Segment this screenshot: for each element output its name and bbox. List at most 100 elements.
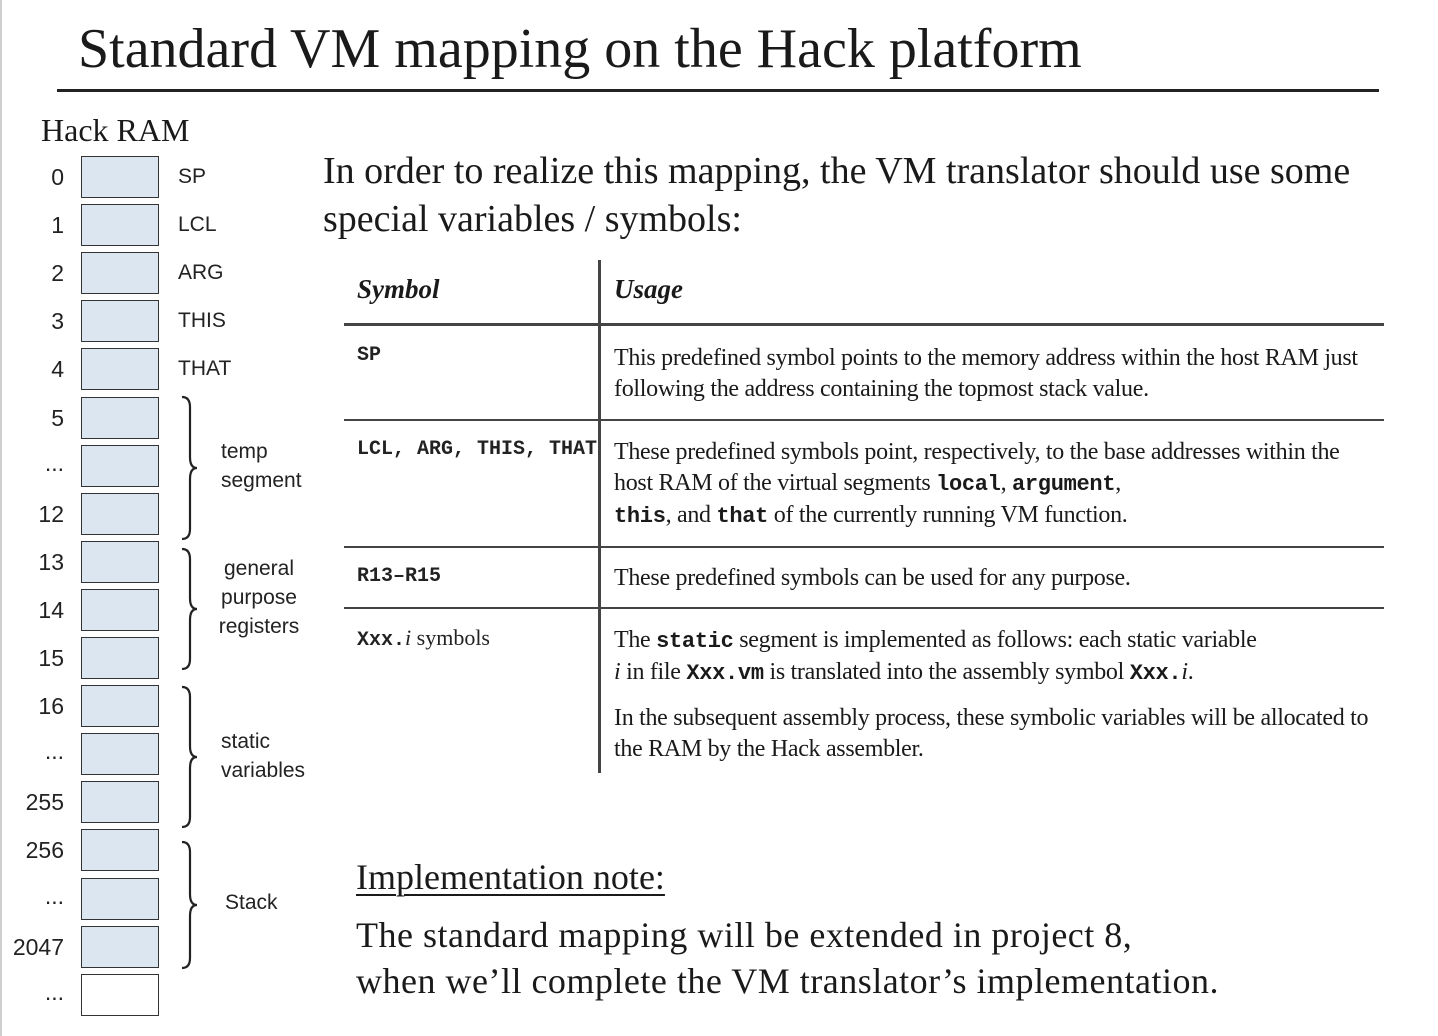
ram-cell [81,829,159,872]
symbol-cell: LCL, ARG, THIS, THAT [357,438,598,461]
ram-address-label: 12 [38,500,64,527]
symbol-cell: SP [357,344,382,367]
ram-heading: Hack RAM [41,112,190,148]
usage-text: is translated into the assembly symbol [763,659,1130,685]
general-purpose-brace [181,547,198,671]
usage-text: The [614,627,657,653]
ram-address-label: 5 [51,404,64,431]
code-this: this [614,504,666,529]
table-row-divider [344,607,1384,609]
page-title: Standard VM mapping on the Hack platform [78,18,1082,80]
segment-label-line: temp [221,440,268,463]
general-purpose-label: general purpose registers [217,554,301,641]
ram-address-label: 1 [51,212,64,239]
segment-label-line: purpose [221,586,297,609]
symbol-mono: Xxx. [357,629,406,652]
ram-register-label: ARG [178,261,224,285]
symbol-cell: Xxx.i symbols [357,625,490,654]
ram-register-label: LCL [178,213,217,237]
intro-text: In order to realize this mapping, the VM… [323,150,1351,240]
symbol-cell: R13–R15 [357,565,442,588]
segment-label-line: static [221,730,271,753]
ram-cell [81,300,159,343]
ram-cell [81,588,159,631]
static-variables-label: static variables [221,727,305,785]
ram-register-label: THIS [178,309,226,333]
usage-cell: The static segment is implemented as fol… [614,625,1374,689]
note-line: when we’ll complete the VM translator’s … [356,961,1219,1001]
note-text: The standard mapping will be extended in… [356,912,1376,1004]
ram-address-label: ... [44,449,64,476]
ram-register-label: THAT [178,357,232,381]
usage-text: These predefined symbols point, respecti… [614,439,1340,496]
ram-cell [81,925,159,968]
ram-address-label: ... [44,882,64,909]
ram-address-label: 13 [38,548,64,575]
ram-cell [81,156,159,198]
usage-cell: This predefined symbol points to the mem… [614,345,1358,402]
segment-label-line: registers [218,615,300,638]
ram-address-label: 2047 [12,933,64,960]
ram-address-label: 16 [38,693,64,720]
header-usage: Usage [614,274,683,304]
ram-cell [81,973,159,1016]
symbol-italic: i [405,625,412,650]
usage-cell: These predefined symbols point, respecti… [614,437,1374,532]
note-line: The standard mapping will be extended in… [356,915,1133,955]
code-symbol: Xxx. [1129,661,1182,686]
usage-cell-continued: In the subsequent assembly process, thes… [614,705,1369,762]
segment-label-line: general [223,557,295,580]
table-row-divider [344,546,1384,548]
ram-cell [81,877,159,920]
usage-text: in file [620,659,687,685]
ram-cell [81,492,159,535]
ram-address-label: 2 [51,260,64,287]
table-header-rule [344,323,1384,326]
usage-italic: i [614,659,621,685]
ram-cell [81,540,159,583]
segment-label-line: segment [221,469,302,492]
ram-cell [81,204,159,247]
ram-address-label: 14 [38,596,64,623]
ram-address-label: 0 [51,164,64,190]
usage-text: segment is implemented as follows: each … [733,627,1257,653]
ram-address-label: 256 [25,837,64,864]
code-argument: argument [1012,472,1116,497]
symbol-rest: symbols [411,625,490,650]
ram-address-label: 255 [25,789,64,816]
code-static: static [656,629,734,654]
code-that: that [716,504,769,529]
ram-cell [81,348,159,391]
ram-address-label: 4 [51,356,64,383]
ram-cell [81,733,159,776]
ram-cell [81,685,159,728]
left-border [0,0,2,1036]
code-local: local [936,472,1001,497]
table-column-divider [598,260,601,773]
code-file: Xxx.vm [686,661,764,686]
usage-cell: These predefined symbols can be used for… [614,565,1131,591]
usage-text: , [1000,470,1012,496]
usage-italic: i [1181,659,1188,685]
table-row-divider [344,419,1384,421]
note-title: Implementation note: [356,857,665,897]
usage-text: . [1187,659,1194,685]
temp-segment-label: temp segment [221,437,302,495]
stack-label: Stack [225,888,278,917]
ram-address-label: ... [44,978,64,1005]
segment-label-line: Stack [225,891,278,914]
ram-cell [81,396,159,439]
ram-address-label: 3 [51,308,64,335]
ram-address-label: ... [44,738,64,765]
ram-cell [81,444,159,487]
segment-label-line: variables [221,759,306,782]
usage-text: , [1115,470,1121,496]
ram-cell [81,252,159,295]
ram-register-label: SP [178,165,207,188]
ram-address-label: 15 [38,645,64,671]
header-symbol: Symbol [357,274,440,304]
stack-brace [181,840,198,970]
ram-cell [81,781,159,824]
usage-text: of the currently running VM function. [768,502,1128,528]
static-variables-brace [181,685,198,829]
